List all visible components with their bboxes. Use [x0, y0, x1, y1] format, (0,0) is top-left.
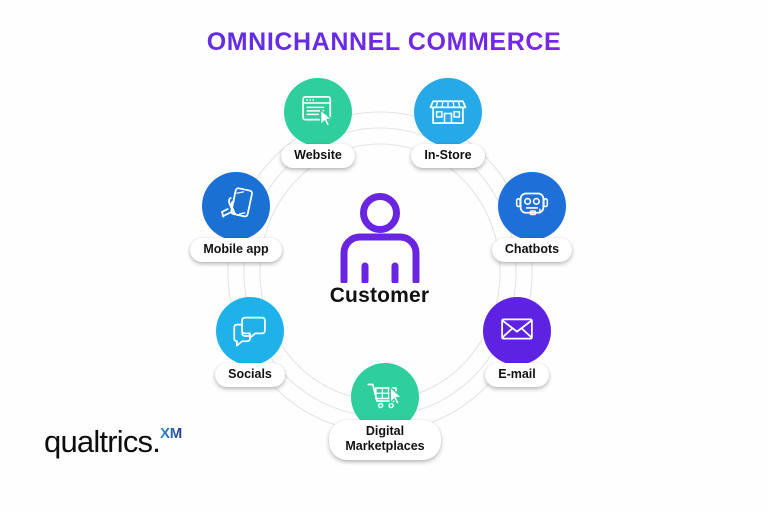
- center-customer-label: Customer: [329, 284, 430, 307]
- socials-label: Socials: [215, 363, 285, 387]
- in-store-label: In-Store: [411, 144, 485, 168]
- chatbots-label: Chatbots: [491, 238, 573, 262]
- envelope-icon: [496, 308, 538, 355]
- email-label: E-mail: [485, 363, 549, 387]
- qualtrics-wordmark: qualtrics.: [44, 424, 161, 459]
- node-digital-marketplaces[interactable]: Digital Marketplaces: [315, 363, 455, 460]
- website-bubble[interactable]: [284, 78, 352, 146]
- socials-bubble[interactable]: [216, 297, 284, 365]
- robot-icon: [511, 183, 553, 230]
- node-chatbots[interactable]: Chatbots: [462, 172, 602, 262]
- page-title: OMNICHANNEL COMMERCE: [0, 28, 768, 57]
- storefront-icon: [427, 89, 469, 136]
- mobile-app-label: Mobile app: [190, 238, 282, 262]
- person-icon: [317, 192, 442, 283]
- browser-window-cursor-icon: [297, 89, 339, 136]
- node-socials[interactable]: Socials: [180, 297, 320, 387]
- center-customer: Customer: [317, 192, 442, 308]
- shopping-cart-cursor-icon: [364, 374, 406, 421]
- mobile-app-bubble[interactable]: [202, 172, 270, 240]
- chat-bubbles-icon: [229, 308, 271, 355]
- chatbots-bubble[interactable]: [498, 172, 566, 240]
- node-website[interactable]: Website: [248, 78, 388, 168]
- node-email[interactable]: E-mail: [447, 297, 587, 387]
- email-bubble[interactable]: [483, 297, 551, 365]
- qualtrics-logo: qualtrics. XM: [44, 424, 182, 460]
- digital-marketplaces-label: Digital Marketplaces: [329, 420, 441, 460]
- website-label: Website: [281, 144, 355, 168]
- node-mobile-app[interactable]: Mobile app: [166, 172, 306, 262]
- node-in-store[interactable]: In-Store: [378, 78, 518, 168]
- in-store-bubble[interactable]: [414, 78, 482, 146]
- hand-holding-phone-icon: [215, 183, 257, 230]
- qualtrics-xm-suffix: XM: [160, 425, 182, 442]
